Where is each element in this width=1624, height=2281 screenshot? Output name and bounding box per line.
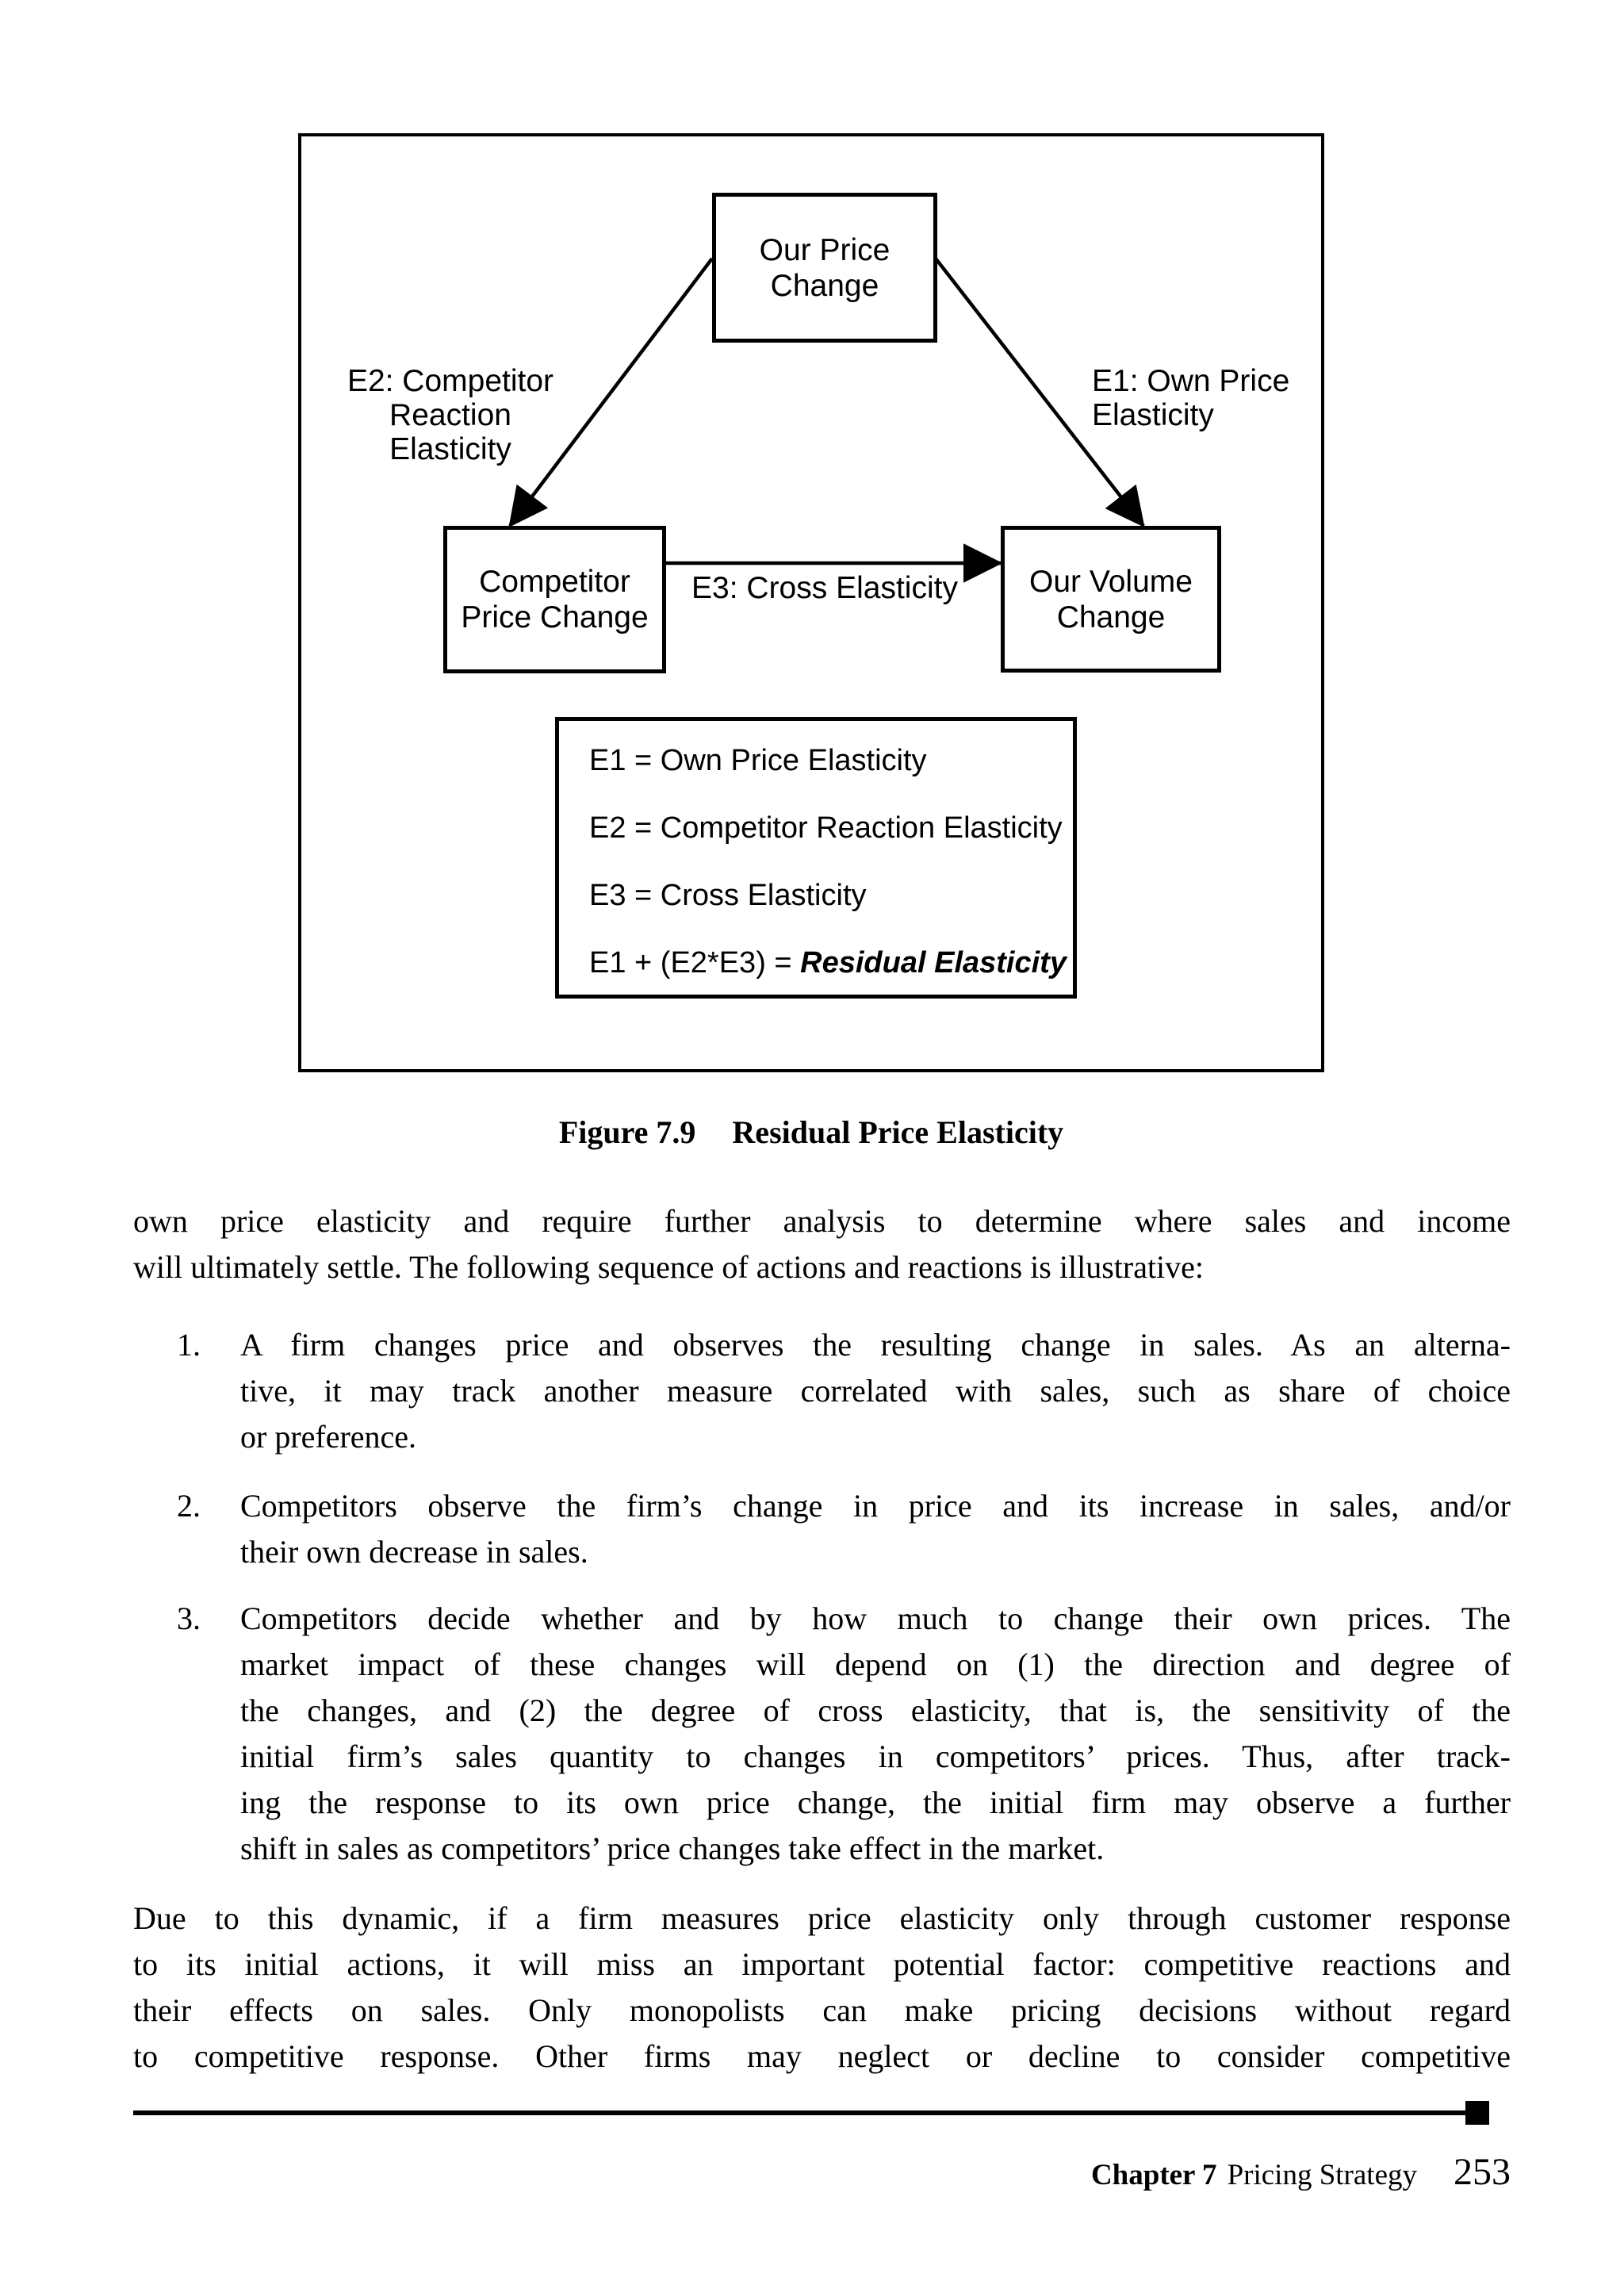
legend-line-e1: E1 = Own Price Elasticity	[589, 744, 927, 777]
legend-line-e3: E3 = Cross Elasticity	[589, 879, 867, 912]
text-line: shift in sales as competitors’ price cha…	[240, 1831, 1105, 1866]
text-line: Due to this dynamic, if a firm measures …	[133, 1900, 1511, 1936]
text-line: to competitive response. Other firms may…	[133, 2038, 1511, 2074]
list-item-1: 1. A firm changes price and observes the…	[177, 1322, 1511, 1460]
figure-residual-price-elasticity: Our Price Change Competitor Price Change…	[298, 133, 1324, 1072]
paragraph-intro: own price elasticity and require further…	[133, 1198, 1511, 1290]
list-item-1-text: A firm changes price and observes the re…	[240, 1322, 1511, 1460]
text-line: to its initial actions, it will miss an …	[133, 1946, 1511, 1982]
edge-label-e1: E1: Own Price Elasticity	[1092, 364, 1290, 432]
text-line: own price elasticity and require further…	[133, 1203, 1511, 1239]
footer-rule	[133, 2110, 1465, 2115]
legend-formula-result: Residual Elasticity	[800, 946, 1067, 979]
legend-line-formula: E1 + (E2*E3) = Residual Elasticity	[589, 945, 1067, 980]
node-competitor-price-change-label: Competitor Price Change	[461, 565, 649, 634]
list-item-3: 3. Competitors decide whether and by how…	[177, 1596, 1511, 1872]
text-line: initial firm’s sales quantity to changes…	[240, 1739, 1511, 1774]
list-item-1-marker: 1.	[177, 1327, 201, 1363]
figure-caption-number: Figure 7.9	[558, 1114, 696, 1150]
figure-caption-title: Residual Price Elasticity	[732, 1114, 1064, 1150]
list-item-3-marker: 3.	[177, 1601, 201, 1636]
figure-arrows	[508, 257, 1145, 583]
footer-page-number: 253	[1454, 2151, 1511, 2193]
text-line: Competitors decide whether and by how mu…	[240, 1601, 1511, 1636]
list-item-3-text: Competitors decide whether and by how mu…	[240, 1596, 1511, 1872]
figure-legend: E1 = Own Price Elasticity E2 = Competito…	[555, 717, 1077, 999]
edge-label-e2: E2: Competitor Reaction Elasticity	[347, 364, 554, 466]
text-line: their own decrease in sales.	[240, 1534, 588, 1570]
text-line: the changes, and (2) the degree of cross…	[240, 1693, 1511, 1728]
arrow-e2	[508, 257, 714, 527]
list-item-2-text: Competitors observe the firm’s change in…	[240, 1483, 1511, 1575]
figure-caption: Figure 7.9 Residual Price Elasticity	[298, 1114, 1324, 1152]
page-footer: Chapter 7 Pricing Strategy 253	[1091, 2150, 1511, 2194]
legend-line-e2: E2 = Competitor Reaction Elasticity	[589, 811, 1063, 845]
text-line: their effects on sales. Only monopolists…	[133, 1992, 1511, 2028]
list-item-2: 2. Competitors observe the firm’s change…	[177, 1483, 1511, 1575]
text-line: Competitors observe the firm’s change in…	[240, 1488, 1511, 1524]
node-our-price-change: Our Price Change	[712, 193, 937, 343]
arrow-e1	[934, 257, 1145, 527]
paragraph-closing: Due to this dynamic, if a firm measures …	[133, 1896, 1511, 2080]
text-line: A firm changes price and observes the re…	[240, 1327, 1511, 1363]
footer-section-title: Pricing Strategy	[1227, 2159, 1417, 2191]
text-line: market impact of these changes will depe…	[240, 1647, 1511, 1682]
footer-chapter-label: Chapter 7	[1090, 2159, 1217, 2191]
node-our-volume-change-label: Our Volume Change	[1029, 564, 1193, 634]
footer-rule-end-square	[1465, 2101, 1489, 2125]
text-line: will ultimately settle. The following se…	[133, 1249, 1205, 1285]
node-our-volume-change: Our Volume Change	[1001, 526, 1221, 673]
legend-formula-prefix: E1 + (E2*E3) =	[589, 946, 801, 979]
text-line: ing the response to its own price change…	[240, 1785, 1511, 1820]
node-competitor-price-change: Competitor Price Change	[443, 526, 666, 673]
text-line: or preference.	[240, 1419, 417, 1455]
edge-label-e3: E3: Cross Elasticity	[691, 571, 958, 605]
list-item-2-marker: 2.	[177, 1488, 201, 1524]
node-our-price-change-label: Our Price Change	[759, 232, 891, 303]
text-line: tive, it may track another measure corre…	[240, 1373, 1511, 1409]
